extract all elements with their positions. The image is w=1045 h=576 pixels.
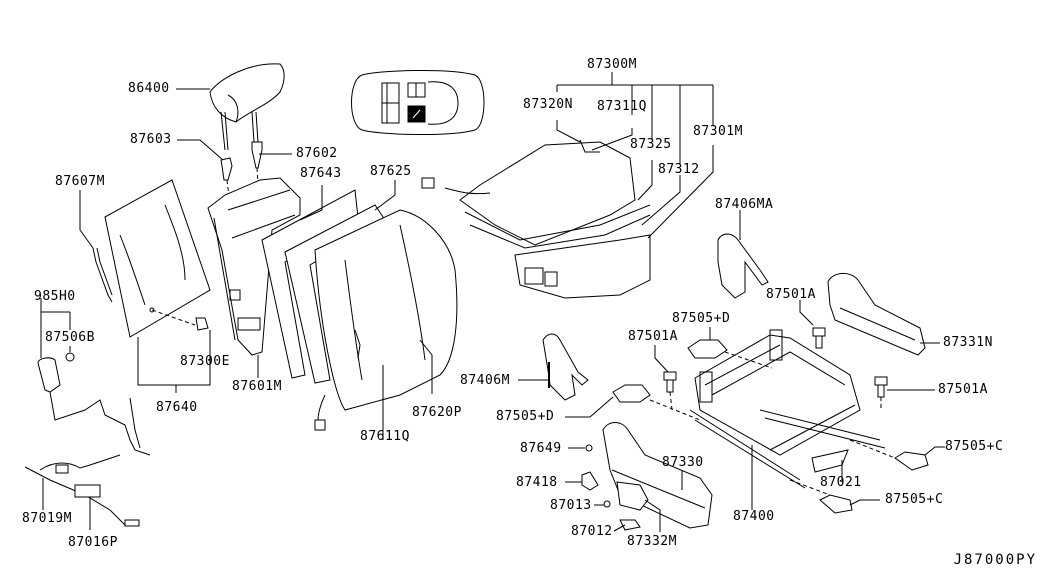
label-86400: 86400 [128,81,170,96]
label-87603: 87603 [130,132,172,147]
label-87505D-bottom: 87505+D [496,409,555,424]
label-87019M: 87019M [22,511,72,526]
label-87320N: 87320N [523,97,573,112]
label-87406M: 87406M [460,373,510,388]
label-87400: 87400 [733,509,775,524]
seatback-pads [261,189,458,431]
back-panel-87640 [104,179,211,338]
label-87331N: 87331N [943,335,993,350]
label-87505C-top: 87505+C [945,439,1004,454]
rail-cover-87331N [827,273,926,356]
label-87300E: 87300E [180,354,230,369]
label-87611Q: 87611Q [360,429,410,444]
label-87501A-right-top: 87501A [766,287,816,302]
label-87625: 87625 [370,164,412,179]
label-87602: 87602 [296,146,338,161]
label-87300M: 87300M [587,57,637,72]
seat-cushion-87300M [421,139,651,299]
headrest-86400 [209,63,285,151]
leader-lines [40,72,945,532]
label-87506B: 87506B [45,330,95,345]
covers-87505D [612,339,728,403]
label-87649: 87649 [520,441,562,456]
car-locator-icon [351,69,485,136]
label-87021 [811,449,849,473]
bolts-87501A [663,327,888,411]
label-87620P: 87620P [412,405,462,420]
side-cover-87330 [581,422,713,531]
label-87012: 87012 [571,524,613,539]
diagram-code: J87000PY [953,552,1037,568]
label-87501A-left: 87501A [628,329,678,344]
label-87601M: 87601M [232,379,282,394]
label-87330: 87330 [662,455,704,470]
label-87607M: 87607M [55,174,105,189]
seat-frame-87400 [649,329,901,496]
label-87301M: 87301M [693,124,743,139]
wire-87607M [92,247,113,303]
label-87640: 87640 [156,400,198,415]
label-87311Q: 87311Q [597,99,647,114]
bracket-87406MA [717,233,769,299]
label-87505C-bottom: 87505+C [885,492,944,507]
label-87406MA: 87406MA [715,197,774,212]
label-87013: 87013 [550,498,592,513]
label-87332M: 87332M [627,534,677,549]
label-87501A-right-bottom: 87501A [938,382,988,397]
label-87016P: 87016P [68,535,118,550]
label-87505D-top: 87505+D [672,311,731,326]
label-87021: 87021 [820,475,862,490]
label-985H0: 985H0 [34,289,76,304]
label-87418: 87418 [516,475,558,490]
bracket-87406M [542,333,589,401]
side-airbag-985H0 [24,352,151,527]
seatback-frame-87601M [207,177,301,356]
label-87643: 87643 [300,166,342,181]
label-87325: 87325 [630,137,672,152]
label-87312: 87312 [658,162,700,177]
